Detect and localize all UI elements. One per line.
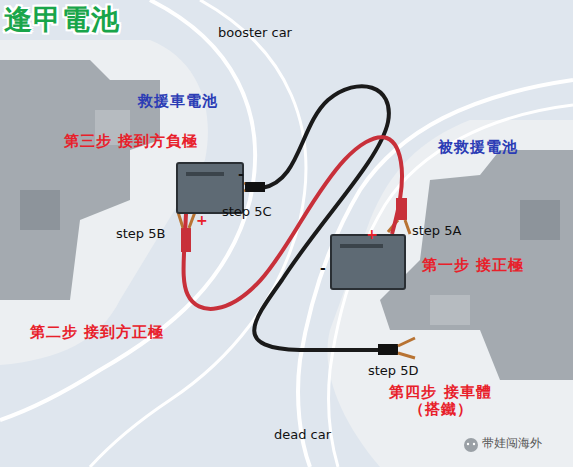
diagram-title: 逢甲電池 xyxy=(4,4,120,36)
battery-stripe xyxy=(340,244,383,248)
step-note: 第二步 接到方正極 xyxy=(30,324,164,341)
polarity-sign: + xyxy=(366,226,379,242)
battery-heading: 被救援電池 xyxy=(438,138,518,157)
car-label: booster car xyxy=(218,26,292,41)
watermark: 带娃闯海外 xyxy=(482,437,542,451)
step-note: 第四步 接車體（搭鐵） xyxy=(378,384,503,419)
polarity-sign: - xyxy=(320,260,326,276)
step-label: step 5D xyxy=(368,364,419,379)
step-label: step 5B xyxy=(116,227,165,242)
polarity-sign: + xyxy=(196,212,209,228)
black-clamp xyxy=(245,182,265,192)
battery-stripe xyxy=(186,172,224,176)
car-label: dead car xyxy=(274,428,331,443)
polarity-sign: - xyxy=(238,166,244,182)
step-note: 第三步 接到方負極 xyxy=(64,133,198,150)
step-note: 第一步 接正極 xyxy=(422,257,524,274)
step-label: step 5A xyxy=(412,224,461,239)
dead-battery: 被救援電池 xyxy=(330,234,406,290)
step-label: step 5C xyxy=(222,205,272,220)
battery-heading: 救援車電池 xyxy=(138,92,218,111)
